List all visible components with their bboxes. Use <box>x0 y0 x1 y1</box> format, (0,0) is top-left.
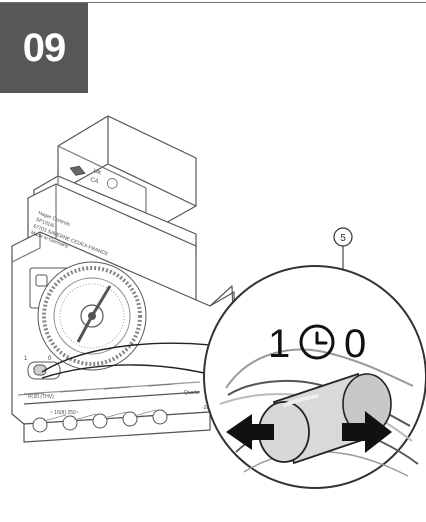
clock-icon <box>299 324 335 360</box>
range-text: ~ 16(8) 250~ <box>50 410 79 416</box>
callout-marker: 5 <box>333 227 353 247</box>
quartz-text: Quartz <box>184 390 200 396</box>
ip-rating-text: IP,20 (THV) <box>28 394 54 400</box>
switch-label-zero: 0 <box>344 322 366 366</box>
left-arrow-icon <box>226 414 274 450</box>
callout-number: 5 <box>340 233 346 244</box>
magnified-view: 1 0 <box>203 265 426 489</box>
cert-mark-ca: CA <box>89 177 99 185</box>
temperature-text: -20T <box>202 405 212 411</box>
cert-mark-uk: UK <box>92 168 102 176</box>
recycle-icon <box>106 177 118 189</box>
switch-label-one: 1 <box>268 322 290 366</box>
step-number-badge: 09 <box>0 3 88 93</box>
small-switch-label-zero: 0 <box>48 356 52 362</box>
right-arrow-icon <box>342 411 392 453</box>
certification-icon <box>69 165 86 176</box>
small-switch-label-one: 1 <box>24 356 28 362</box>
top-rule <box>0 2 426 3</box>
